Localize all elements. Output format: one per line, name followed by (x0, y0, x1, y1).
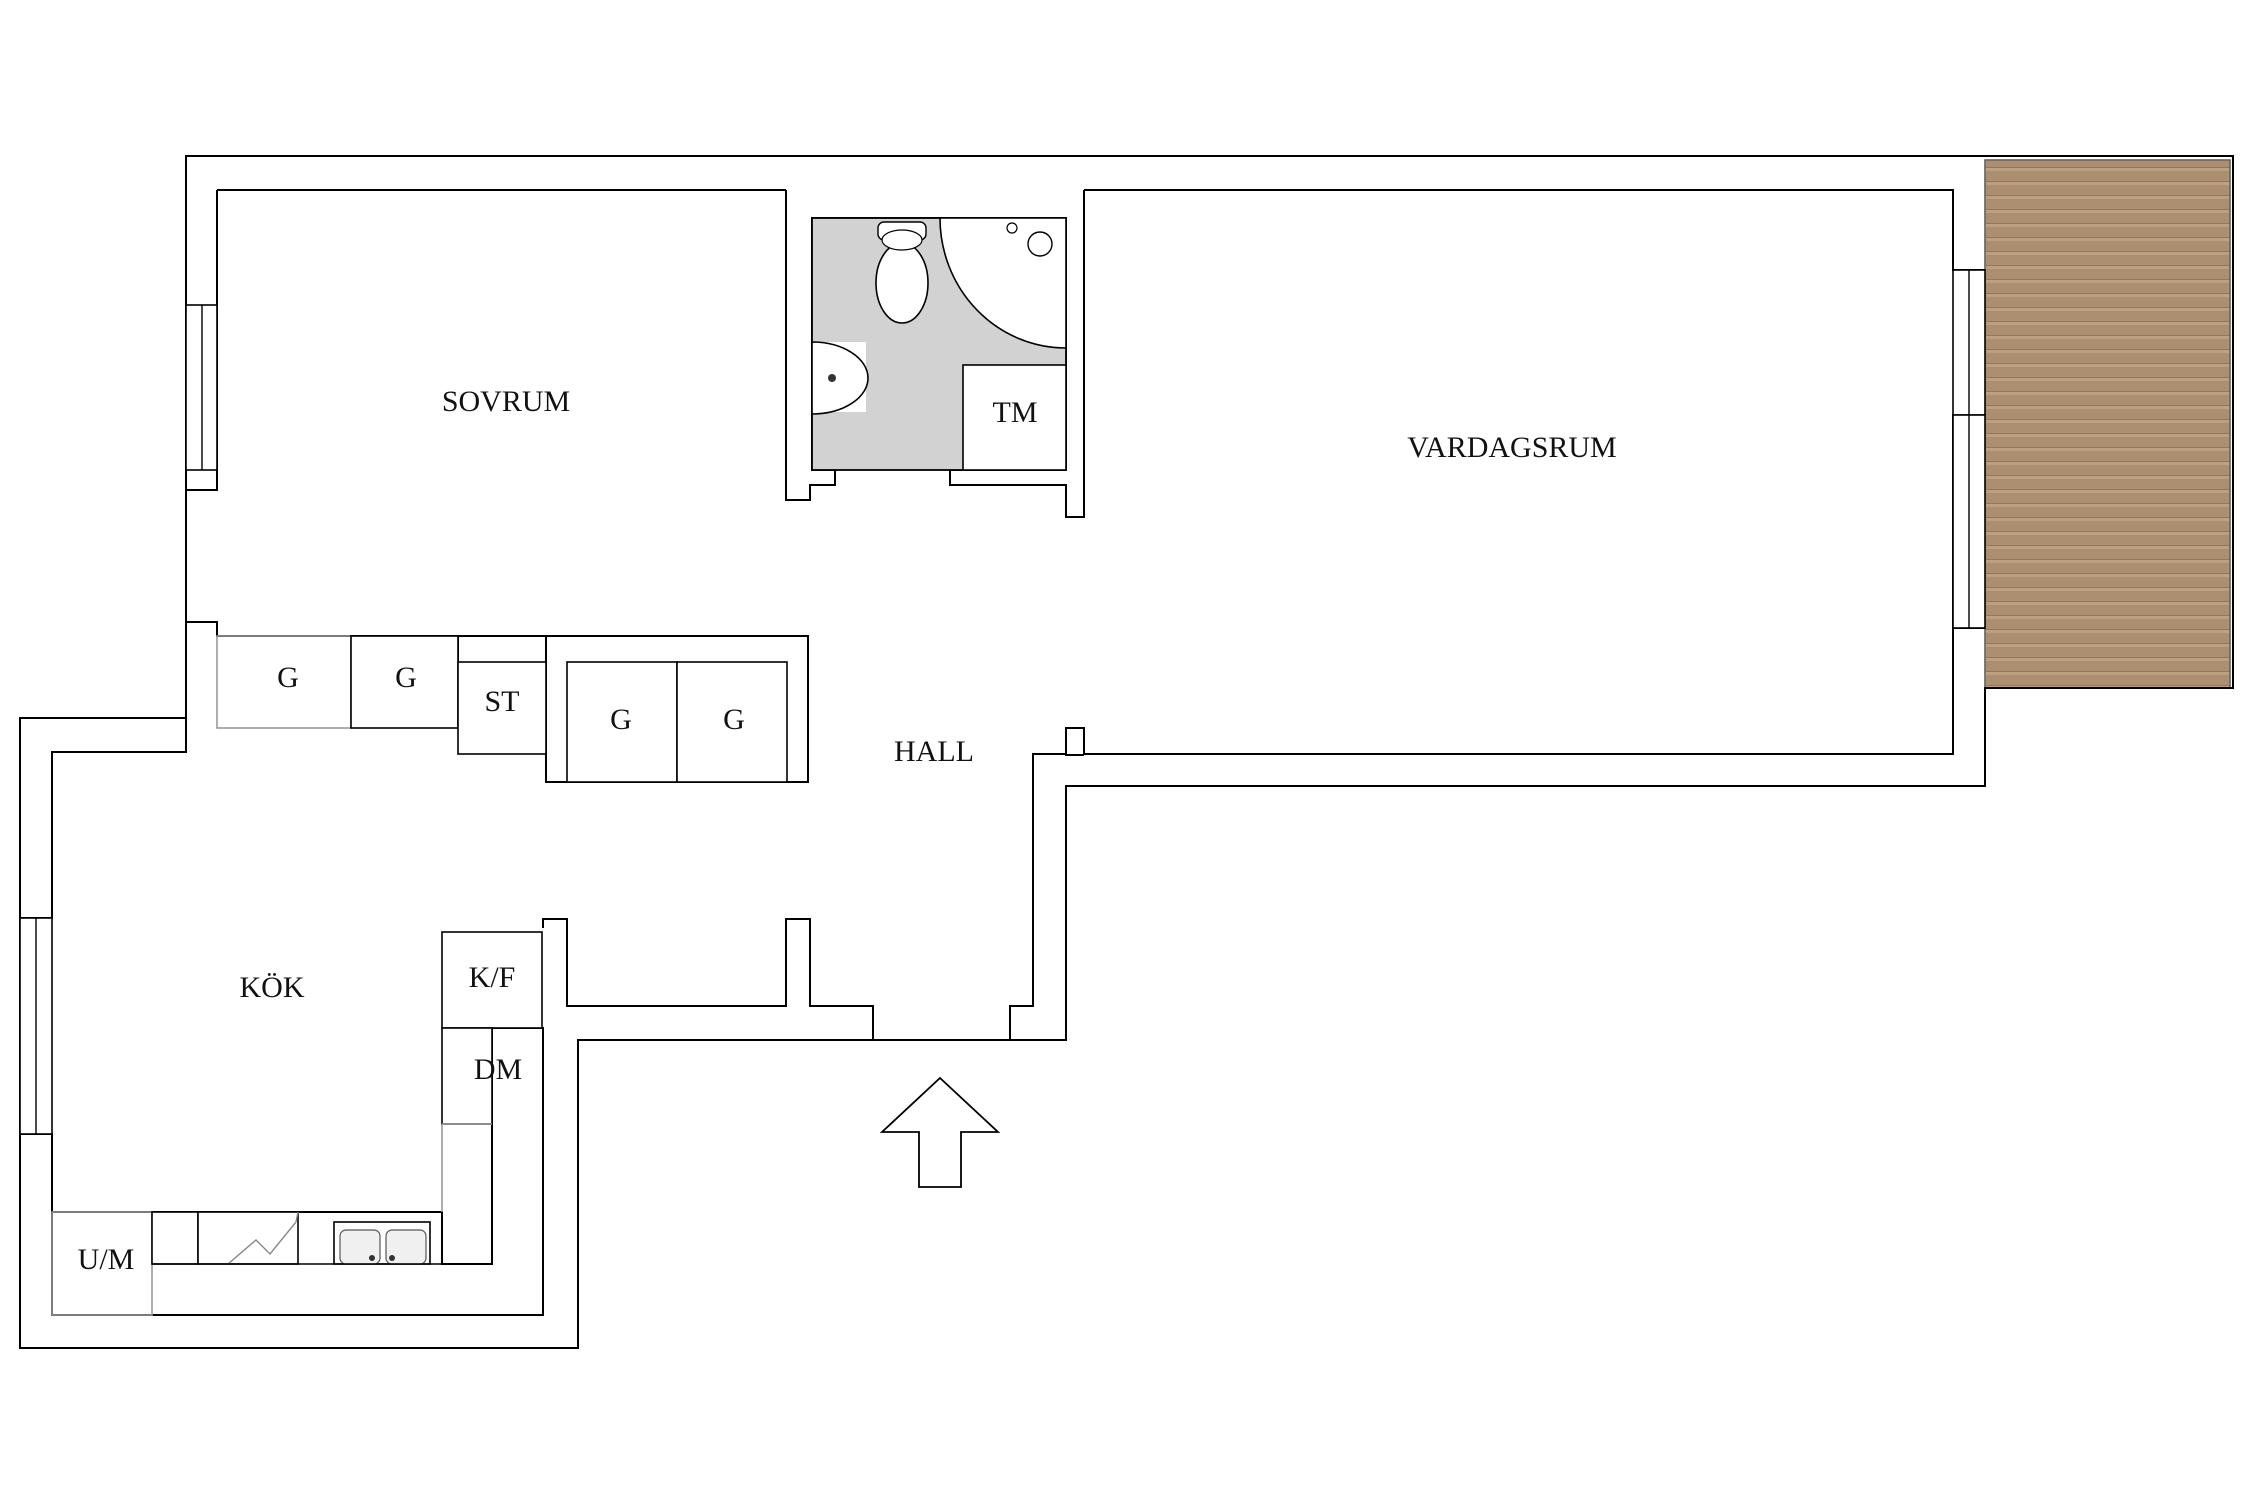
wardrobe-g4: G (723, 703, 745, 736)
storage-wardrobes: G G ST G G (216, 635, 788, 783)
oven-micro-label: U/M (78, 1243, 135, 1276)
kitchen-units: K/F DM U/M (51, 931, 543, 1316)
balcony (1984, 159, 2231, 689)
fridge-freezer-label: K/F (469, 961, 516, 994)
room-label-sovrum: SOVRUM (442, 385, 570, 418)
storage-st: ST (484, 685, 519, 718)
tm-label: TM (993, 396, 1038, 429)
sink-icon (811, 341, 869, 415)
shower-icon (939, 217, 1067, 349)
entrance-arrow-icon (879, 1076, 1001, 1188)
stove-icon (197, 1211, 299, 1265)
toilet-icon (875, 221, 929, 324)
room-label-hall: HALL (894, 735, 974, 768)
wardrobe-g2: G (395, 661, 417, 694)
room-label-vardagsrum: VARDAGSRUM (1407, 431, 1617, 464)
wardrobe-g3: G (610, 703, 632, 736)
exterior-walls (19, 155, 2234, 1349)
kitchen-sink-icon (333, 1221, 431, 1265)
laundry-machine (962, 364, 1067, 471)
wardrobe-g1: G (277, 661, 299, 694)
dishwasher-label: DM (474, 1053, 522, 1086)
bathroom: TM (811, 217, 1067, 471)
room-label-kok: KÖK (240, 971, 305, 1004)
